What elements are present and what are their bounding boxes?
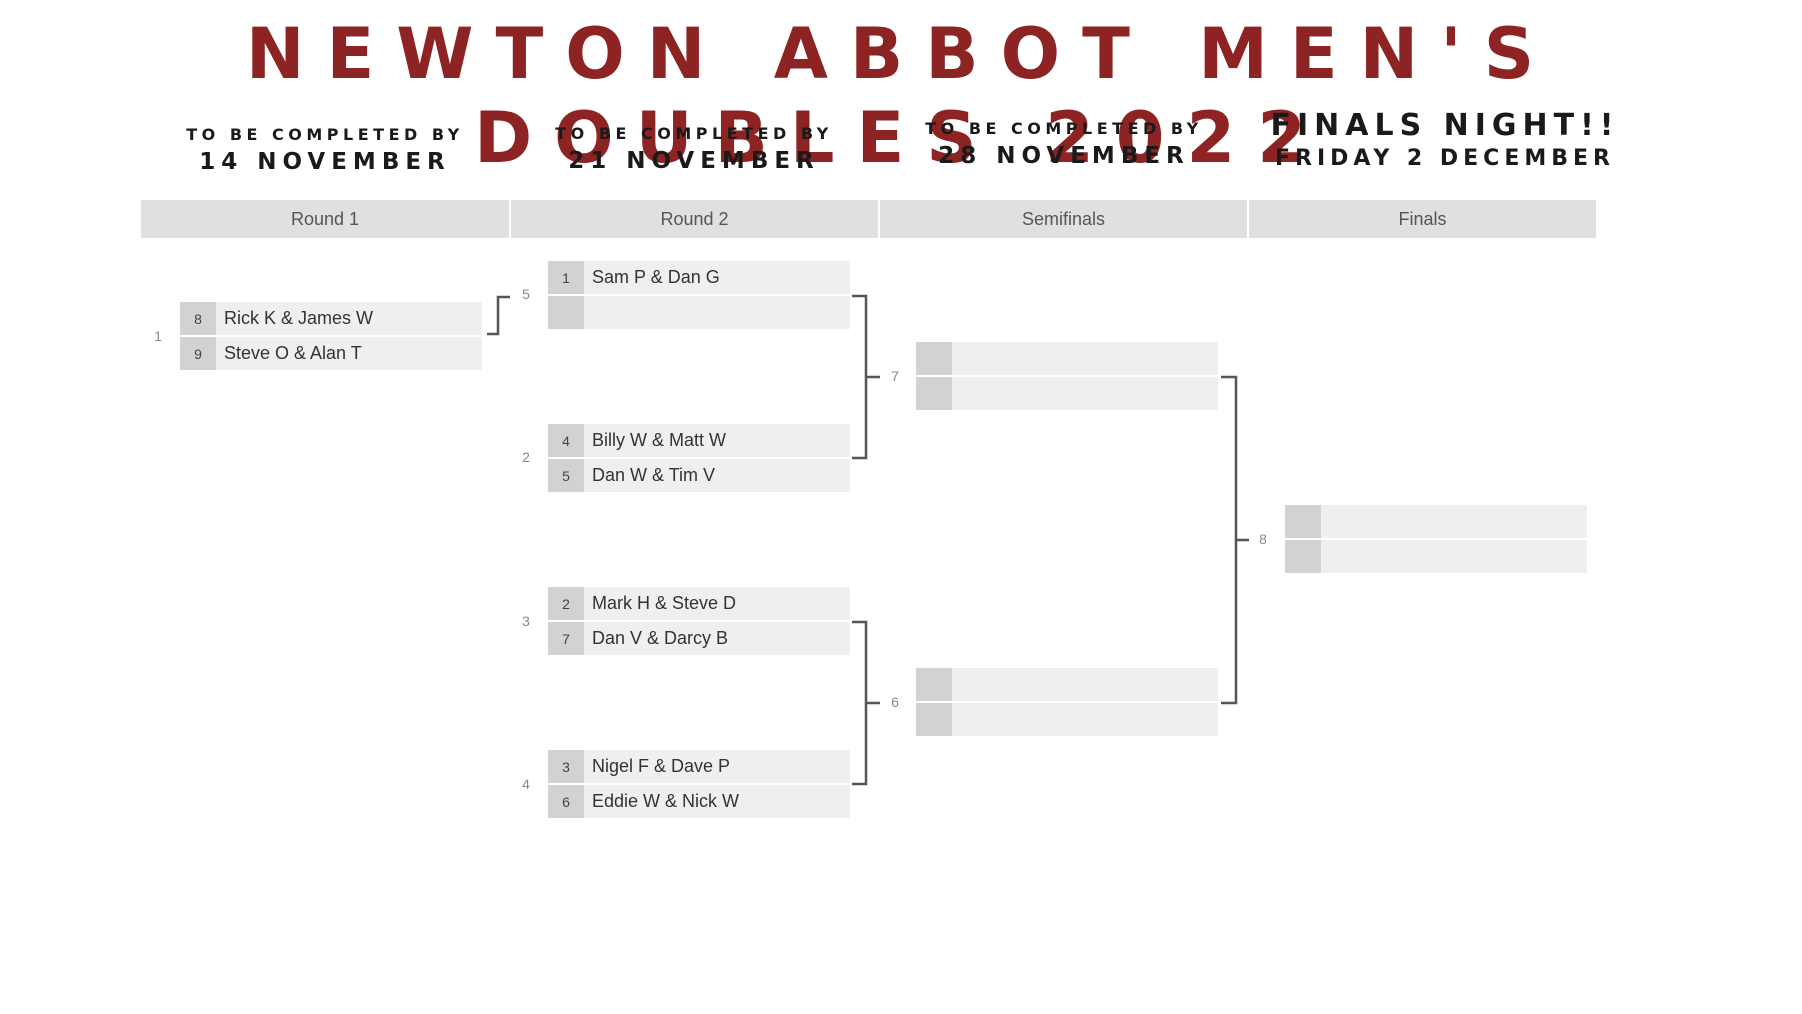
seed-number xyxy=(916,668,952,701)
match-4: 3 Nigel F & Dave P 6 Eddie W & Nick W xyxy=(548,750,850,820)
team-slot[interactable]: 5 Dan W & Tim V xyxy=(548,459,850,492)
team-slot[interactable] xyxy=(1285,505,1587,538)
match-number: 1 xyxy=(154,328,162,344)
finals-date: FRIDAY 2 DECEMBER xyxy=(1275,146,1615,171)
seed-number: 5 xyxy=(548,459,584,492)
team-name: Mark H & Steve D xyxy=(592,593,737,613)
match-number: 2 xyxy=(522,449,530,465)
match-number: 8 xyxy=(1259,531,1267,547)
finals-night-label: FINALS NIGHT!! xyxy=(1270,108,1620,143)
deadline-label: TO BE COMPLETED BY xyxy=(555,124,833,143)
seed-number xyxy=(916,342,952,375)
seed-number: 6 xyxy=(548,785,584,818)
seed-number xyxy=(1285,505,1321,538)
match-6 xyxy=(916,668,1218,738)
seed-number: 7 xyxy=(548,622,584,655)
deadline-round-2: TO BE COMPLETED BY 21 NOVEMBER xyxy=(510,123,878,177)
match-1: 8 Rick K & James W 9 Steve O & Alan T xyxy=(180,302,482,372)
team-slot[interactable] xyxy=(916,703,1218,736)
round-header-finals: Finals xyxy=(1249,200,1596,238)
seed-number xyxy=(916,703,952,736)
team-name: Eddie W & Nick W xyxy=(592,791,740,811)
team-name: Rick K & James W xyxy=(224,308,374,328)
connector-semis-to-final xyxy=(1221,375,1238,705)
deadline-date: 28 NOVEMBER xyxy=(938,143,1190,169)
match-3: 2 Mark H & Steve D 7 Dan V & Darcy B xyxy=(548,587,850,657)
team-slot[interactable]: 7 Dan V & Darcy B xyxy=(548,622,850,655)
match-2: 4 Billy W & Matt W 5 Dan W & Tim V xyxy=(548,424,850,494)
seed-number: 1 xyxy=(548,261,584,294)
seed-number: 9 xyxy=(180,337,216,370)
match-8 xyxy=(1285,505,1587,575)
team-slot[interactable] xyxy=(916,342,1218,375)
round-header-round-2: Round 2 xyxy=(511,200,878,238)
match-number: 5 xyxy=(522,286,530,302)
team-slot[interactable]: 4 Billy W & Matt W xyxy=(548,424,850,457)
team-slot[interactable]: 3 Nigel F & Dave P xyxy=(548,750,850,783)
match-number: 4 xyxy=(522,776,530,792)
connector-match-1-to-5 xyxy=(487,295,510,336)
team-name: Steve O & Alan T xyxy=(224,343,362,363)
team-slot[interactable]: 1 Sam P & Dan G xyxy=(548,261,850,294)
team-slot[interactable] xyxy=(916,377,1218,410)
team-slot[interactable]: 8 Rick K & James W xyxy=(180,302,482,335)
page-title: NEWTON ABBOT MEN'S DOUBLES 2022 xyxy=(245,13,1557,179)
round-header-round-1: Round 1 xyxy=(141,200,509,238)
team-slot[interactable] xyxy=(548,296,850,329)
team-slot[interactable]: 6 Eddie W & Nick W xyxy=(548,785,850,818)
connector-match-3-4-to-6 xyxy=(852,620,868,786)
deadline-label: TO BE COMPLETED BY xyxy=(186,125,464,144)
deadline-label: TO BE COMPLETED BY xyxy=(925,119,1203,138)
match-number: 3 xyxy=(522,613,530,629)
deadline-round-1: TO BE COMPLETED BY 14 NOVEMBER xyxy=(140,124,510,178)
seed-number xyxy=(1285,540,1321,573)
seed-number xyxy=(548,296,584,329)
team-slot[interactable] xyxy=(1285,540,1587,573)
seed-number: 3 xyxy=(548,750,584,783)
deadline-date: 21 NOVEMBER xyxy=(568,148,820,174)
seed-number: 8 xyxy=(180,302,216,335)
team-slot[interactable]: 9 Steve O & Alan T xyxy=(180,337,482,370)
team-name: Nigel F & Dave P xyxy=(592,756,731,776)
deadline-semifinals: TO BE COMPLETED BY 28 NOVEMBER xyxy=(880,118,1248,172)
match-number: 7 xyxy=(891,368,899,384)
round-header-semifinals: Semifinals xyxy=(880,200,1247,238)
match-5: 1 Sam P & Dan G xyxy=(548,261,850,331)
seed-number: 2 xyxy=(548,587,584,620)
connector-match-5-2-to-7 xyxy=(852,294,868,460)
team-name: Dan V & Darcy B xyxy=(592,628,729,648)
deadline-finals: FINALS NIGHT!! FRIDAY 2 DECEMBER xyxy=(1250,108,1640,174)
team-slot[interactable]: 2 Mark H & Steve D xyxy=(548,587,850,620)
match-number: 6 xyxy=(891,694,899,710)
team-name: Billy W & Matt W xyxy=(592,430,726,450)
deadline-date: 14 NOVEMBER xyxy=(199,149,451,175)
match-7 xyxy=(916,342,1218,412)
team-slot[interactable] xyxy=(916,668,1218,701)
seed-number xyxy=(916,377,952,410)
team-name: Dan W & Tim V xyxy=(592,465,716,485)
team-name: Sam P & Dan G xyxy=(592,267,720,287)
seed-number: 4 xyxy=(548,424,584,457)
